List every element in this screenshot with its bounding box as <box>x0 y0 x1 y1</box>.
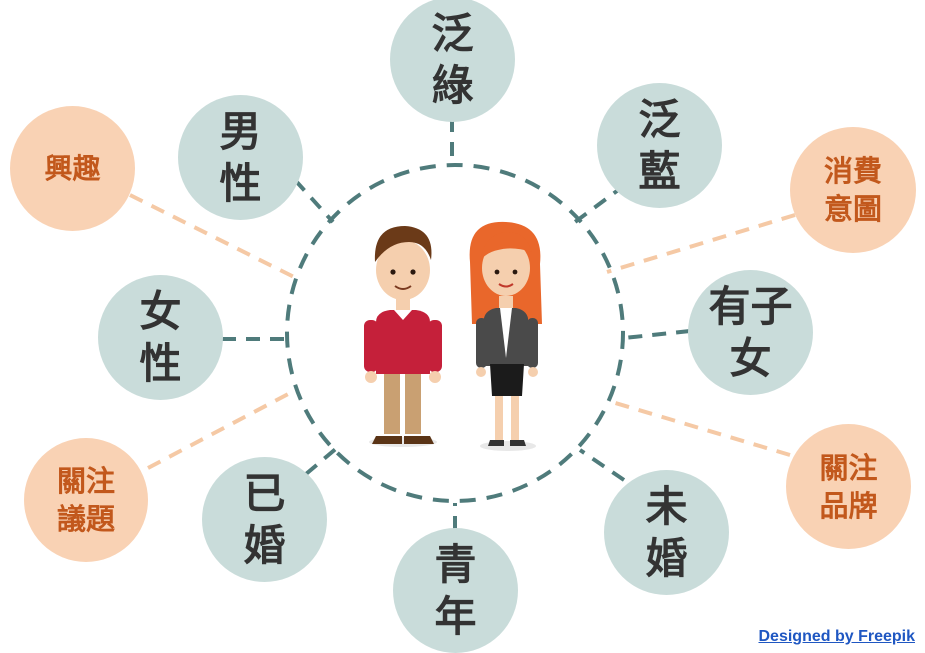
node-married: 已 婚 <box>202 457 327 582</box>
node-unmarried: 未 婚 <box>604 470 729 595</box>
node-issues: 關注 議題 <box>24 438 148 562</box>
node-female-label: 女 性 <box>139 286 182 388</box>
node-youth: 青 年 <box>393 528 518 653</box>
node-issues-label: 關注 議題 <box>56 464 115 536</box>
connector-issues <box>147 390 293 470</box>
node-youth-label: 青 年 <box>434 539 477 641</box>
node-consumer-intent-label: 消費 意圖 <box>823 154 882 226</box>
credit-link[interactable]: Designed by Freepik <box>758 628 916 645</box>
center-ring <box>285 163 625 503</box>
connector-male <box>293 178 335 224</box>
node-unmarried-label: 未 婚 <box>645 481 688 583</box>
node-has-children: 有子 女 <box>688 270 813 395</box>
woman-illustration <box>469 221 542 451</box>
connector-has-children <box>623 329 691 340</box>
node-consumer-intent: 消費 意圖 <box>790 127 916 253</box>
connector-unmarried <box>578 448 626 482</box>
node-brands-label: 關注 品牌 <box>819 450 878 523</box>
node-interests: 興趣 <box>10 106 135 231</box>
node-green-camp: 泛 綠 <box>390 0 515 122</box>
node-blue-camp: 泛 藍 <box>597 83 722 208</box>
connector-married <box>304 445 340 476</box>
man-illustration <box>364 226 442 447</box>
node-married-label: 已 婚 <box>243 468 286 570</box>
node-has-children-label: 有子 女 <box>708 281 793 383</box>
node-female: 女 性 <box>98 275 223 400</box>
connector-brands <box>611 400 791 457</box>
node-brands: 關注 品牌 <box>786 424 911 549</box>
node-green-camp-label: 泛 綠 <box>431 8 474 110</box>
node-blue-camp-label: 泛 藍 <box>638 94 681 196</box>
connector-interests <box>129 193 301 282</box>
node-interests-label: 興趣 <box>44 151 101 185</box>
node-male-label: 男 性 <box>219 106 262 208</box>
connector-consumer-intent <box>606 213 796 274</box>
node-male: 男 性 <box>178 95 303 220</box>
